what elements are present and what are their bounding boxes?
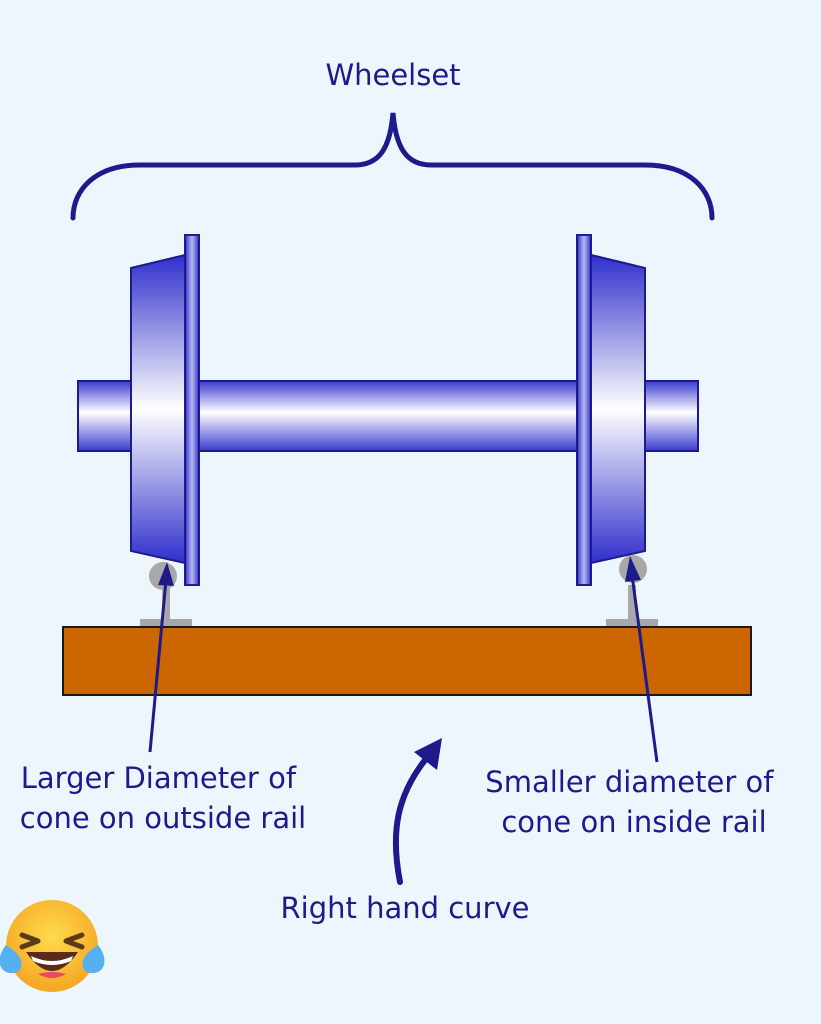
label-left: Larger Diameter of cone on outside rail [20,761,306,835]
leader-line-right [625,556,659,763]
sleeper [62,626,752,696]
wheelset-title: Wheelset [325,58,460,92]
curve-direction-arrow [392,738,442,885]
left-wheel [130,234,200,586]
leader-line-left [148,562,174,753]
label-right: Smaller diameter of cone on inside rail [485,765,782,839]
right-wheel [576,234,646,586]
label-right-line-1: Smaller diameter of [485,765,774,799]
label-bottom: Right hand curve [281,891,530,925]
laughing-crying-face-icon [0,900,105,992]
label-right-line-2: cone on inside rail [501,805,766,839]
label-left-line-2: cone on outside rail [20,801,306,835]
wheelset-brace [70,112,715,221]
label-left-line-1: Larger Diameter of [21,761,297,795]
